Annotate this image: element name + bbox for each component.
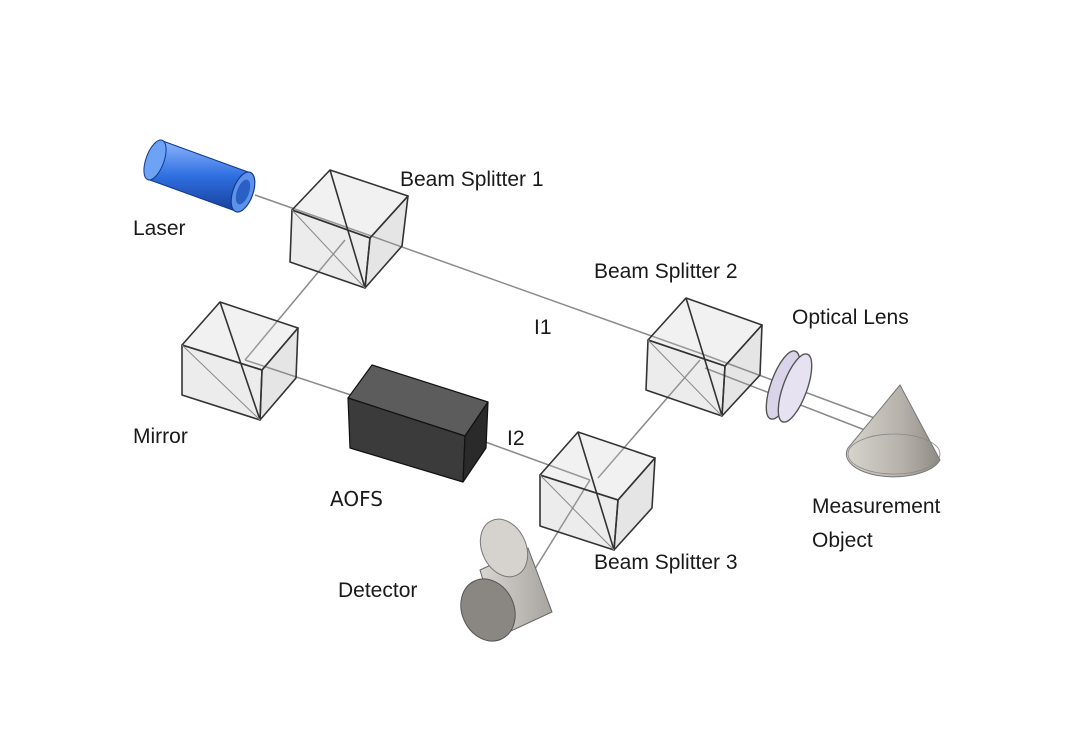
label-aofs: AOFS	[330, 487, 383, 511]
beam-laser-to-bs1	[254, 194, 361, 233]
label-beam-splitter-3: Beam Splitter 3	[594, 551, 738, 574]
label-laser: Laser	[133, 217, 186, 240]
laser-icon	[143, 139, 256, 213]
label-detector: Detector	[338, 579, 417, 602]
optical-lens-icon	[765, 350, 813, 423]
label-mirror: Mirror	[133, 425, 188, 448]
beam-i2	[479, 439, 591, 481]
beam-i1	[359, 231, 706, 356]
label-object: Object	[812, 529, 873, 552]
label-i2: I2	[507, 427, 525, 450]
beam-splitter-2-cube	[645, 297, 763, 417]
beam-bs1-to-mirror	[244, 239, 346, 361]
beam-bs2-to-bs3	[597, 359, 701, 479]
aofs-block	[347, 364, 489, 483]
label-optical-lens: Optical Lens	[792, 306, 909, 329]
label-beam-splitter-1: Beam Splitter 1	[400, 168, 544, 191]
label-beam-splitter-2: Beam Splitter 2	[594, 260, 738, 283]
beam-splitter-3-cube	[539, 431, 656, 551]
measurement-object-cone	[845, 384, 941, 478]
detector-icon	[460, 518, 553, 642]
label-i1: I1	[534, 316, 552, 339]
label-measurement: Measurement	[812, 495, 941, 518]
beam-splitter-1-cube	[289, 169, 409, 289]
mirror-cube	[181, 301, 299, 421]
